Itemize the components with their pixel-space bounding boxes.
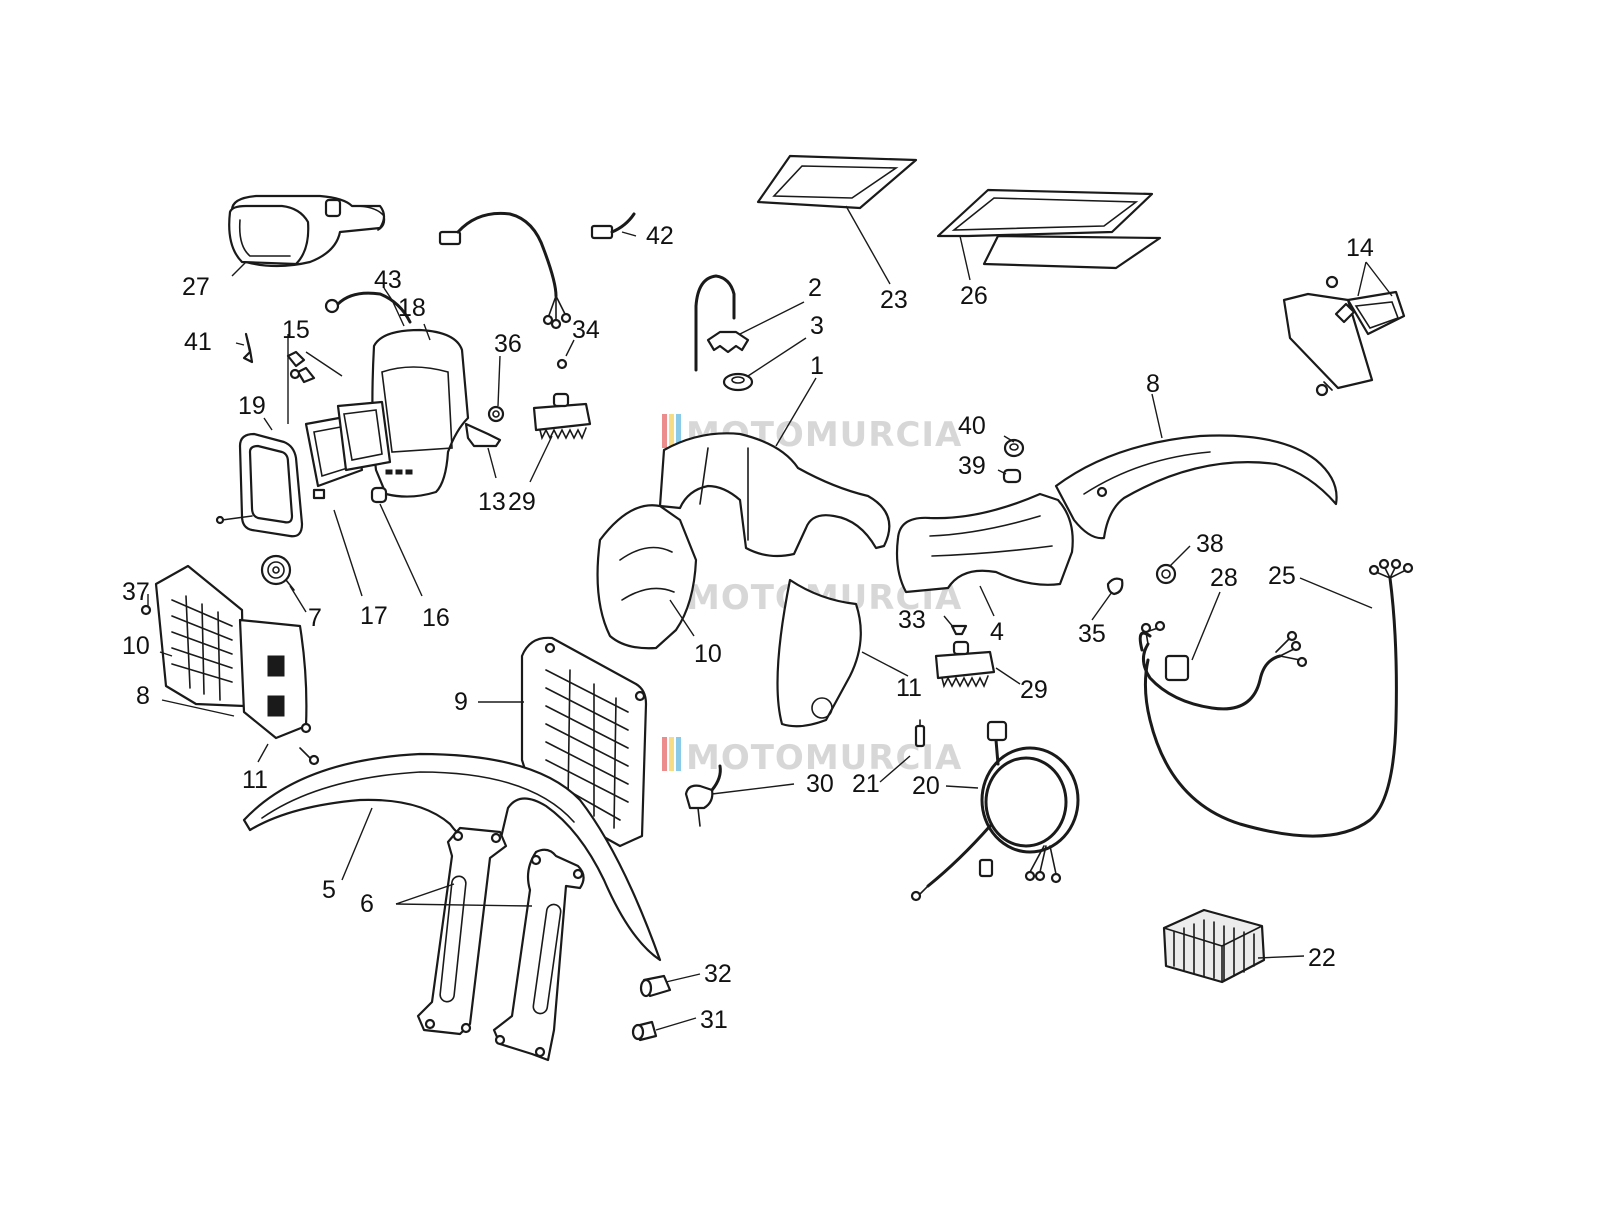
- part-clip: [242, 332, 254, 364]
- callout-20: 20: [912, 772, 940, 800]
- callout-21: 21: [852, 770, 880, 798]
- callout-25: 25: [1268, 562, 1296, 590]
- part-headlight-housing: [228, 194, 386, 268]
- callout-33: 33: [898, 606, 926, 634]
- callout-14: 14: [1346, 234, 1374, 262]
- callout-36: 36: [494, 330, 522, 358]
- part-bezel-ring: [215, 432, 304, 538]
- callout-16: 16: [422, 604, 450, 632]
- callout-17: 17: [360, 602, 388, 630]
- part-rear-mudguard: [1054, 434, 1338, 540]
- callout-3: 3: [810, 312, 824, 340]
- callout-29-pad-left: 29: [508, 488, 536, 516]
- part-radiator-grille-left: [140, 564, 320, 766]
- part-rubber-pad-29a: [532, 392, 592, 441]
- callout-30: 30: [806, 770, 834, 798]
- part-harness-lead: [438, 211, 572, 370]
- part-frame-fairing: [596, 432, 891, 728]
- part-decals: [936, 188, 1162, 270]
- callout-23: 23: [880, 286, 908, 314]
- part-small-bulbs: [286, 350, 316, 384]
- part-tail-light: [1282, 275, 1406, 397]
- part-horn: [260, 554, 295, 591]
- part-clip-35: [1106, 577, 1124, 596]
- callout-11-left: 11: [242, 766, 268, 794]
- part-bushing-32: [639, 974, 672, 998]
- callout-26: 26: [960, 282, 988, 310]
- part-bulb-wire: [324, 291, 412, 324]
- callout-5: 5: [322, 876, 336, 904]
- callout-27: 27: [182, 273, 210, 301]
- callout-35: 35: [1078, 620, 1106, 648]
- part-sensor-21: [914, 719, 926, 748]
- callout-2: 2: [808, 274, 822, 302]
- part-rubber-40: [1003, 438, 1025, 458]
- part-nut-36: [487, 405, 505, 423]
- part-connector-42: [590, 212, 636, 240]
- part-side-cover: [895, 492, 1074, 594]
- callout-38: 38: [1196, 530, 1224, 558]
- leader-lines: [147, 205, 1393, 1031]
- callout-34: 34: [572, 316, 600, 344]
- callout-10-left: 10: [122, 632, 150, 660]
- part-screw-33: [950, 624, 968, 636]
- part-bushing-31: [631, 1020, 658, 1042]
- callout-9: 9: [454, 688, 468, 716]
- callout-40: 40: [958, 412, 986, 440]
- callout-10-center: 10: [694, 640, 722, 668]
- callout-19: 19: [238, 392, 266, 420]
- part-rubber-39: [1002, 468, 1022, 484]
- part-hose-grommet: [694, 274, 750, 372]
- callout-42: 42: [646, 222, 674, 250]
- callout-labels: 27 43 18 15 41 19 36 34 42 13 29 17 16 7…: [122, 222, 1374, 1034]
- callout-8-left: 8: [136, 682, 150, 710]
- callout-18: 18: [398, 294, 426, 322]
- part-front-mudguard: [242, 752, 662, 962]
- part-bushing-16: [370, 486, 388, 504]
- callout-29-pad-right: 29: [1020, 676, 1048, 704]
- callout-1: 1: [810, 352, 824, 380]
- part-headlight-lens: [304, 400, 392, 500]
- callout-41: 41: [184, 328, 212, 356]
- part-regulator-22: [1162, 908, 1266, 984]
- callout-31: 31: [700, 1006, 728, 1034]
- callout-4: 4: [990, 618, 1004, 646]
- callout-7: 7: [308, 604, 322, 632]
- callout-28: 28: [1210, 564, 1238, 592]
- part-washer: [722, 372, 754, 392]
- part-wiring-harness-20: [910, 720, 1080, 902]
- callout-43: 43: [374, 266, 402, 294]
- callout-39: 39: [958, 452, 986, 480]
- part-wiring-harness-28: [1138, 620, 1308, 711]
- part-wiring-harness-25: [1143, 558, 1414, 838]
- callout-15: 15: [282, 316, 310, 344]
- callout-11-center: 11: [896, 674, 922, 702]
- callout-22: 22: [1308, 944, 1336, 972]
- part-switch-30: [684, 764, 722, 827]
- callout-32: 32: [704, 960, 732, 988]
- part-side-panel: [756, 154, 918, 210]
- part-mudguard-stays: [416, 826, 585, 1062]
- callout-13: 13: [478, 488, 506, 516]
- callout-8-rear: 8: [1146, 370, 1160, 398]
- part-headlight-fairing: [371, 328, 502, 498]
- part-rubber-pad-29b: [934, 640, 996, 689]
- callout-37: 37: [122, 578, 150, 606]
- callout-6: 6: [360, 890, 374, 918]
- part-grommet-38: [1155, 563, 1177, 585]
